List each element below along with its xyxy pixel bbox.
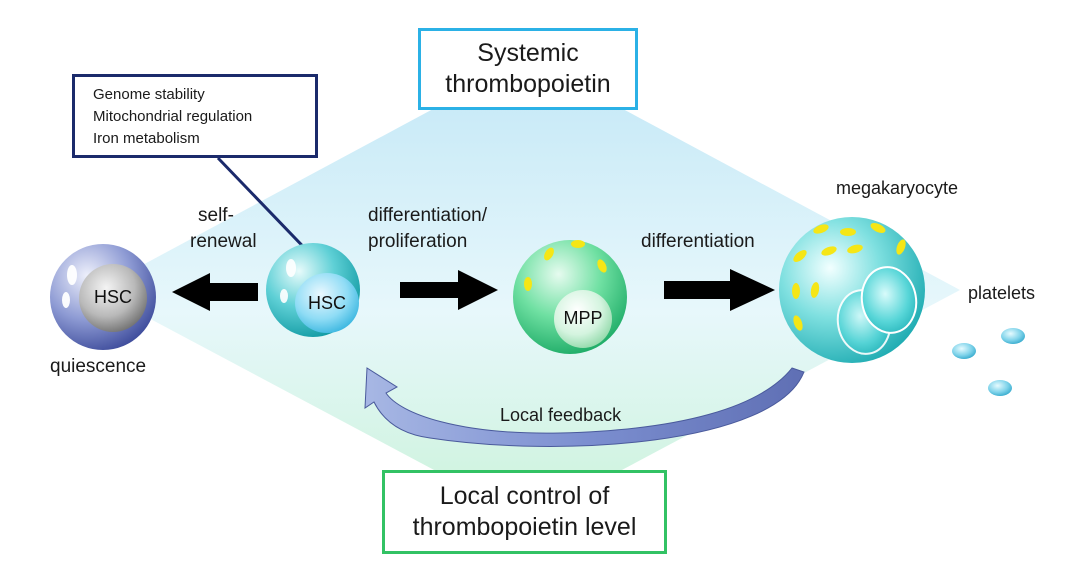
- platelet: [1001, 328, 1025, 344]
- differentiation-proliferation-label: differentiation/ proliferation: [368, 203, 487, 255]
- platelet: [988, 380, 1012, 396]
- platelet: [952, 343, 976, 359]
- megakaryocyte-cell: [779, 217, 925, 363]
- differentiation-label: differentiation: [641, 231, 755, 252]
- self-renewal-arrow: [172, 273, 258, 311]
- diff-prolif-line-1: differentiation/: [368, 205, 488, 226]
- platelets-label: platelets: [968, 283, 1036, 303]
- active-hsc-cell: [266, 243, 360, 337]
- hsc-regulation-notes: Genome stability Mitochondrial regulatio…: [72, 74, 318, 158]
- quiescent-hsc-cell: [50, 244, 156, 350]
- diff-prolif-line-2: proliferation: [368, 231, 468, 252]
- systemic-line-2: thrombopoietin: [445, 70, 611, 98]
- systemic-line-1: Systemic: [477, 39, 579, 67]
- local-control-line-2: thrombopoietin level: [412, 513, 637, 541]
- mpp-cell: [513, 240, 627, 354]
- self-renewal-label: self- renewal: [190, 203, 257, 255]
- local-control-box: Local control of thrombopoietin level: [382, 470, 667, 554]
- differentiation-arrow: [664, 269, 775, 311]
- self-renewal-line-1: self-: [198, 205, 234, 226]
- note-mitochondrial-regulation: Mitochondrial regulation: [93, 108, 253, 125]
- megakaryocyte-label: megakaryocyte: [836, 178, 959, 198]
- note-genome-stability: Genome stability: [93, 86, 205, 103]
- quiescence-label: quiescence: [50, 356, 147, 377]
- local-feedback-arrow: [364, 367, 805, 447]
- mpp-label: MPP: [563, 308, 603, 328]
- local-control-line-1: Local control of: [439, 482, 610, 510]
- systemic-thrombopoietin-box: Systemic thrombopoietin: [418, 28, 638, 110]
- quiescent-hsc-label: HSC: [93, 287, 132, 307]
- active-hsc-label: HSC: [307, 293, 346, 313]
- differentiation-proliferation-arrow: [400, 270, 498, 310]
- note-iron-metabolism: Iron metabolism: [93, 130, 200, 147]
- self-renewal-line-2: renewal: [190, 231, 257, 252]
- local-feedback-label: Local feedback: [500, 405, 622, 425]
